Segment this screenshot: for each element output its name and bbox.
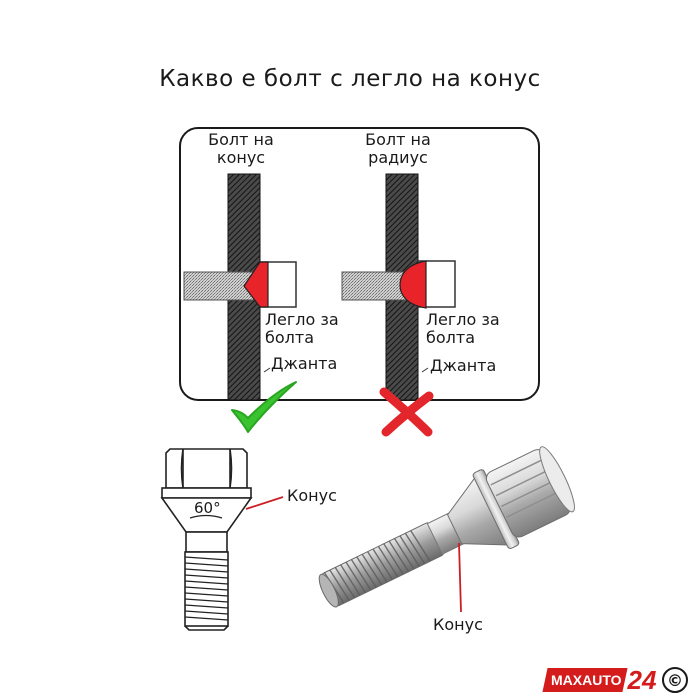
brand-logo: MAXAUTO 24 — [542, 665, 656, 695]
seat-label-right: Легло за болта — [426, 310, 500, 348]
page-title: Какво е болт с легло на конус — [159, 66, 541, 92]
rim-label-right: Джанта — [430, 356, 497, 375]
heading-cone-bolt: Болт на конус — [196, 130, 286, 168]
seat-label-left-line1: Легло за — [265, 310, 339, 329]
copyright-icon: © — [662, 667, 688, 693]
cone-label-drawing: Конус — [287, 486, 337, 505]
seat-label-right-line2: болта — [426, 328, 476, 348]
comparison-panel — [179, 127, 540, 401]
cone-bolt-photo — [318, 446, 575, 613]
seat-label-left: Легло за болта — [265, 310, 339, 348]
seat-label-left-line2: болта — [265, 328, 315, 348]
cone-seat-cross-section — [183, 173, 297, 401]
heading-radius-bolt: Болт на радиус — [353, 130, 443, 168]
heading-cone-line2: конус — [216, 148, 266, 168]
cross-icon — [379, 387, 434, 437]
cone-label-photo: Конус — [433, 615, 483, 634]
cone-bolt-drawing — [160, 448, 284, 631]
angle-label: 60° — [194, 499, 221, 517]
brand-number: 24 — [627, 664, 657, 695]
rim-label-left: Джанта — [271, 354, 338, 373]
cone-seat-left — [243, 261, 269, 308]
seat-label-right-line1: Легло за — [426, 310, 500, 329]
heading-radius-line2: радиус — [368, 148, 428, 168]
heading-radius-line1: Болт на — [365, 130, 431, 149]
brand-box: MAXAUTO — [542, 668, 628, 692]
radius-seat-cross-section — [341, 173, 456, 401]
heading-cone-line1: Болт на — [208, 130, 274, 149]
radius-seat-right — [399, 260, 427, 309]
check-icon — [231, 381, 297, 433]
brand-text: MAXAUTO — [551, 672, 622, 688]
